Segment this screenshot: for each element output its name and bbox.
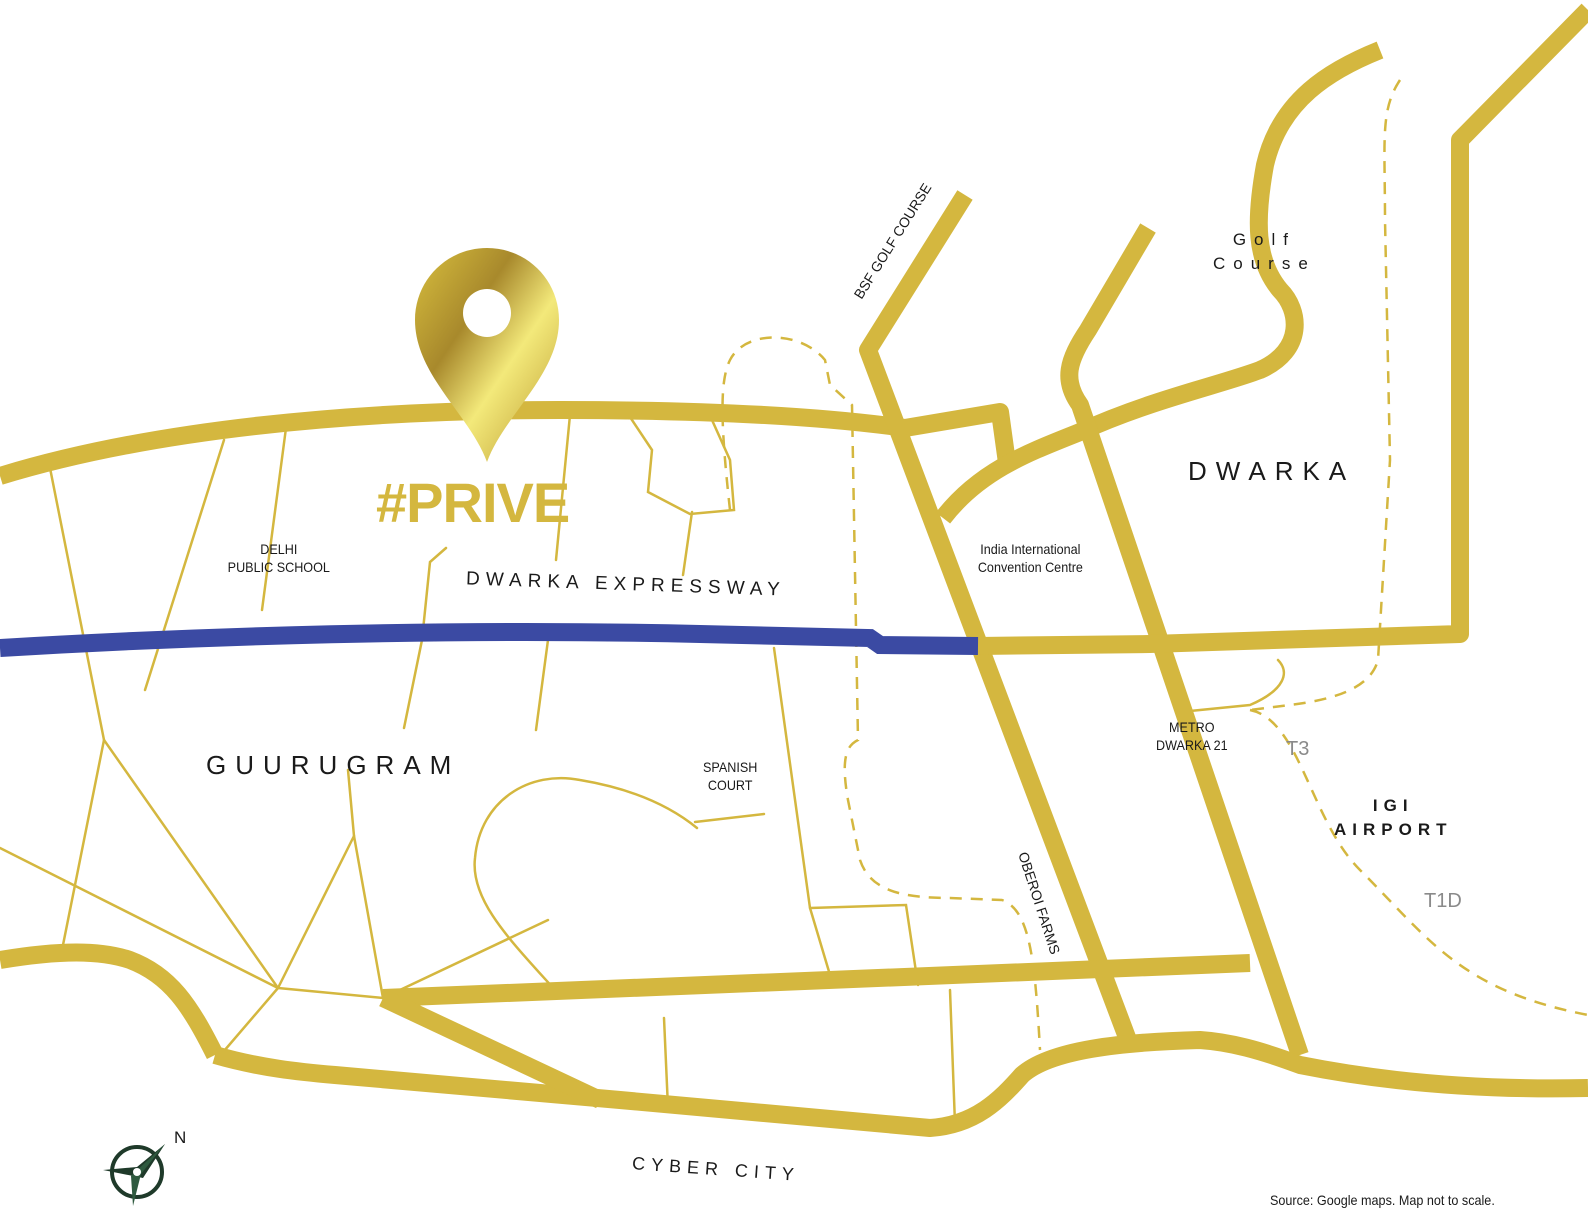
compass-icon — [103, 1144, 165, 1206]
label-igi-airport: IGI AIRPORT — [1334, 796, 1453, 839]
label-t1d: T1D — [1424, 890, 1462, 912]
label-t3: T3 — [1286, 738, 1310, 760]
label-spanish-court: SPANISH COURT — [703, 759, 758, 793]
local-streets — [0, 412, 1286, 1126]
label-golf-course: Golf Course — [1213, 230, 1316, 273]
compass-north-label: N — [174, 1128, 187, 1147]
major-roads — [0, 3, 1588, 1137]
label-dwarka: DWARKA — [1188, 456, 1356, 486]
label-delhi-public-school: DELHI PUBLIC SCHOOL — [227, 541, 330, 575]
label-metro-dwarka-21: METRO DWARKA 21 — [1155, 719, 1228, 753]
label-guurugram: GUURUGRAM — [206, 750, 461, 780]
project-brand-title: #PRIVE — [376, 471, 570, 534]
label-india-international-convention-centre: India International Convention Centre — [977, 541, 1083, 575]
dashed-boundaries — [721, 79, 1588, 1051]
source-note: Source: Google maps. Map not to scale. — [1270, 1192, 1495, 1208]
location-pin-icon[interactable] — [415, 248, 559, 462]
dwarka-expressway-road — [0, 622, 979, 657]
